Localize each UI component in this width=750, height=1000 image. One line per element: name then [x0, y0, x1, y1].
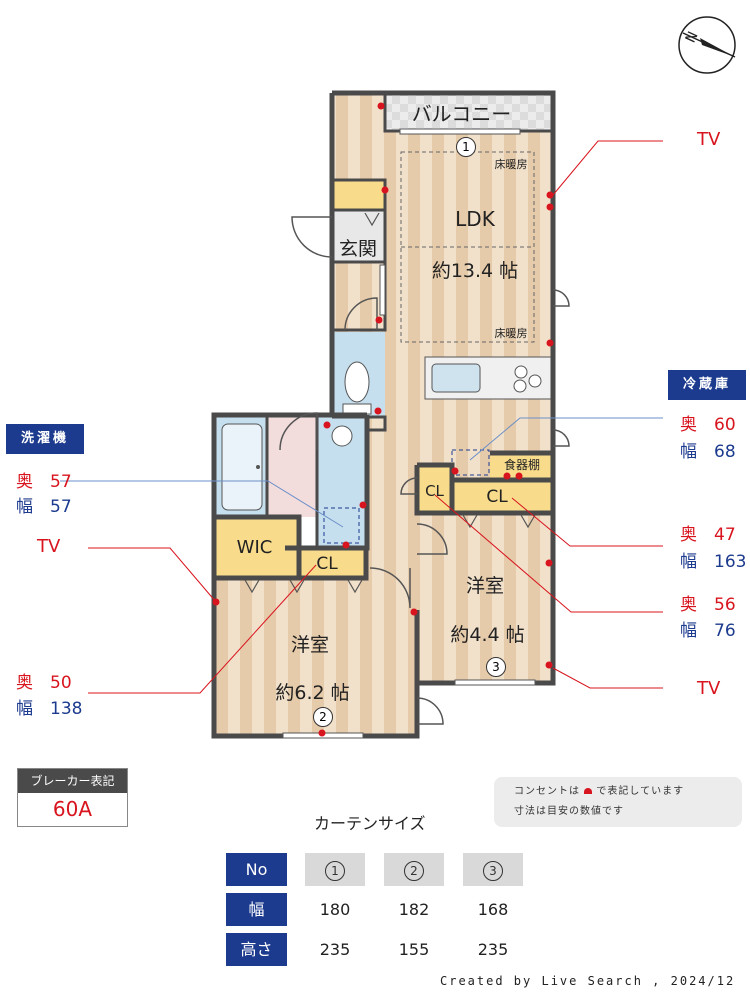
outlet-legend-icon	[584, 788, 593, 794]
balcony-label: バルコニー	[411, 102, 512, 126]
floor-heating-label-top: 床暖房	[494, 158, 528, 171]
tv-label-bedroom1: TV	[37, 536, 61, 557]
tv-label-bedroom2: TV	[697, 678, 721, 699]
curtain-height-3: 235	[477, 940, 509, 959]
curtain-row-height-label: 高さ	[226, 933, 287, 966]
credit-text: Created by Live Search , 2024/12	[440, 974, 736, 988]
curtain-row-width-label: 幅	[226, 893, 287, 926]
window-marker-1: 1	[456, 136, 476, 157]
window-marker-3: 3	[486, 656, 506, 677]
curtain-header-3: 3	[463, 853, 523, 886]
wic-label: WIC	[236, 537, 273, 558]
curtain-height-1: 235	[319, 940, 351, 959]
curtain-header-2: 2	[384, 853, 444, 886]
outlet-note: コンセントは で表記しています 寸法は目安の数値です	[494, 777, 742, 827]
entrance-label: 玄関	[338, 238, 377, 260]
closet-door-marks	[244, 212, 536, 594]
curtain-header-1: 1	[305, 853, 365, 886]
curtain-width-1: 180	[319, 900, 351, 919]
floor-heating-label-bottom: 床暖房	[494, 327, 528, 340]
breaker-box: ブレーカー表記 60A	[17, 768, 128, 827]
closet-label-small: CL	[425, 482, 444, 500]
fixtures	[221, 151, 554, 544]
washer-badge: 洗濯機	[6, 424, 84, 454]
bedroom1-size: 約6.2 帖	[275, 682, 350, 704]
ldk-name: LDK	[455, 207, 495, 231]
curtain-title: カーテンサイズ	[314, 814, 426, 833]
curtain-width-2: 182	[398, 900, 430, 919]
curtain-header-no: No	[226, 853, 287, 886]
ldk-size: 約13.4 帖	[431, 260, 519, 282]
note-line1-post: で表記しています	[596, 786, 685, 797]
window-marker-2: 2	[313, 706, 333, 727]
note-line1-pre: コンセントは	[514, 786, 580, 797]
bedroom2-size: 約4.4 帖	[450, 624, 525, 646]
bedroom2-name: 洋室	[465, 575, 504, 597]
bedroom1-name: 洋室	[290, 634, 329, 656]
closet-label-bedroom1: CL	[316, 554, 338, 574]
curtain-height-2: 155	[398, 940, 430, 959]
fridge-badge: 冷蔵庫	[668, 370, 746, 400]
leader-lines	[60, 140, 663, 694]
compass-icon: N	[678, 16, 736, 74]
outlet-markers	[212, 102, 554, 737]
doors	[279, 216, 570, 725]
breaker-value: 60A	[52, 797, 93, 821]
breaker-label: ブレーカー表記	[18, 769, 127, 793]
closet-label-bedroom2: CL	[486, 487, 508, 507]
note-line2: 寸法は目安の数値です	[514, 806, 624, 817]
curtain-width-3: 168	[477, 900, 509, 919]
tv-label-ldk: TV	[697, 129, 721, 150]
pantry-label: 食器棚	[503, 458, 540, 472]
